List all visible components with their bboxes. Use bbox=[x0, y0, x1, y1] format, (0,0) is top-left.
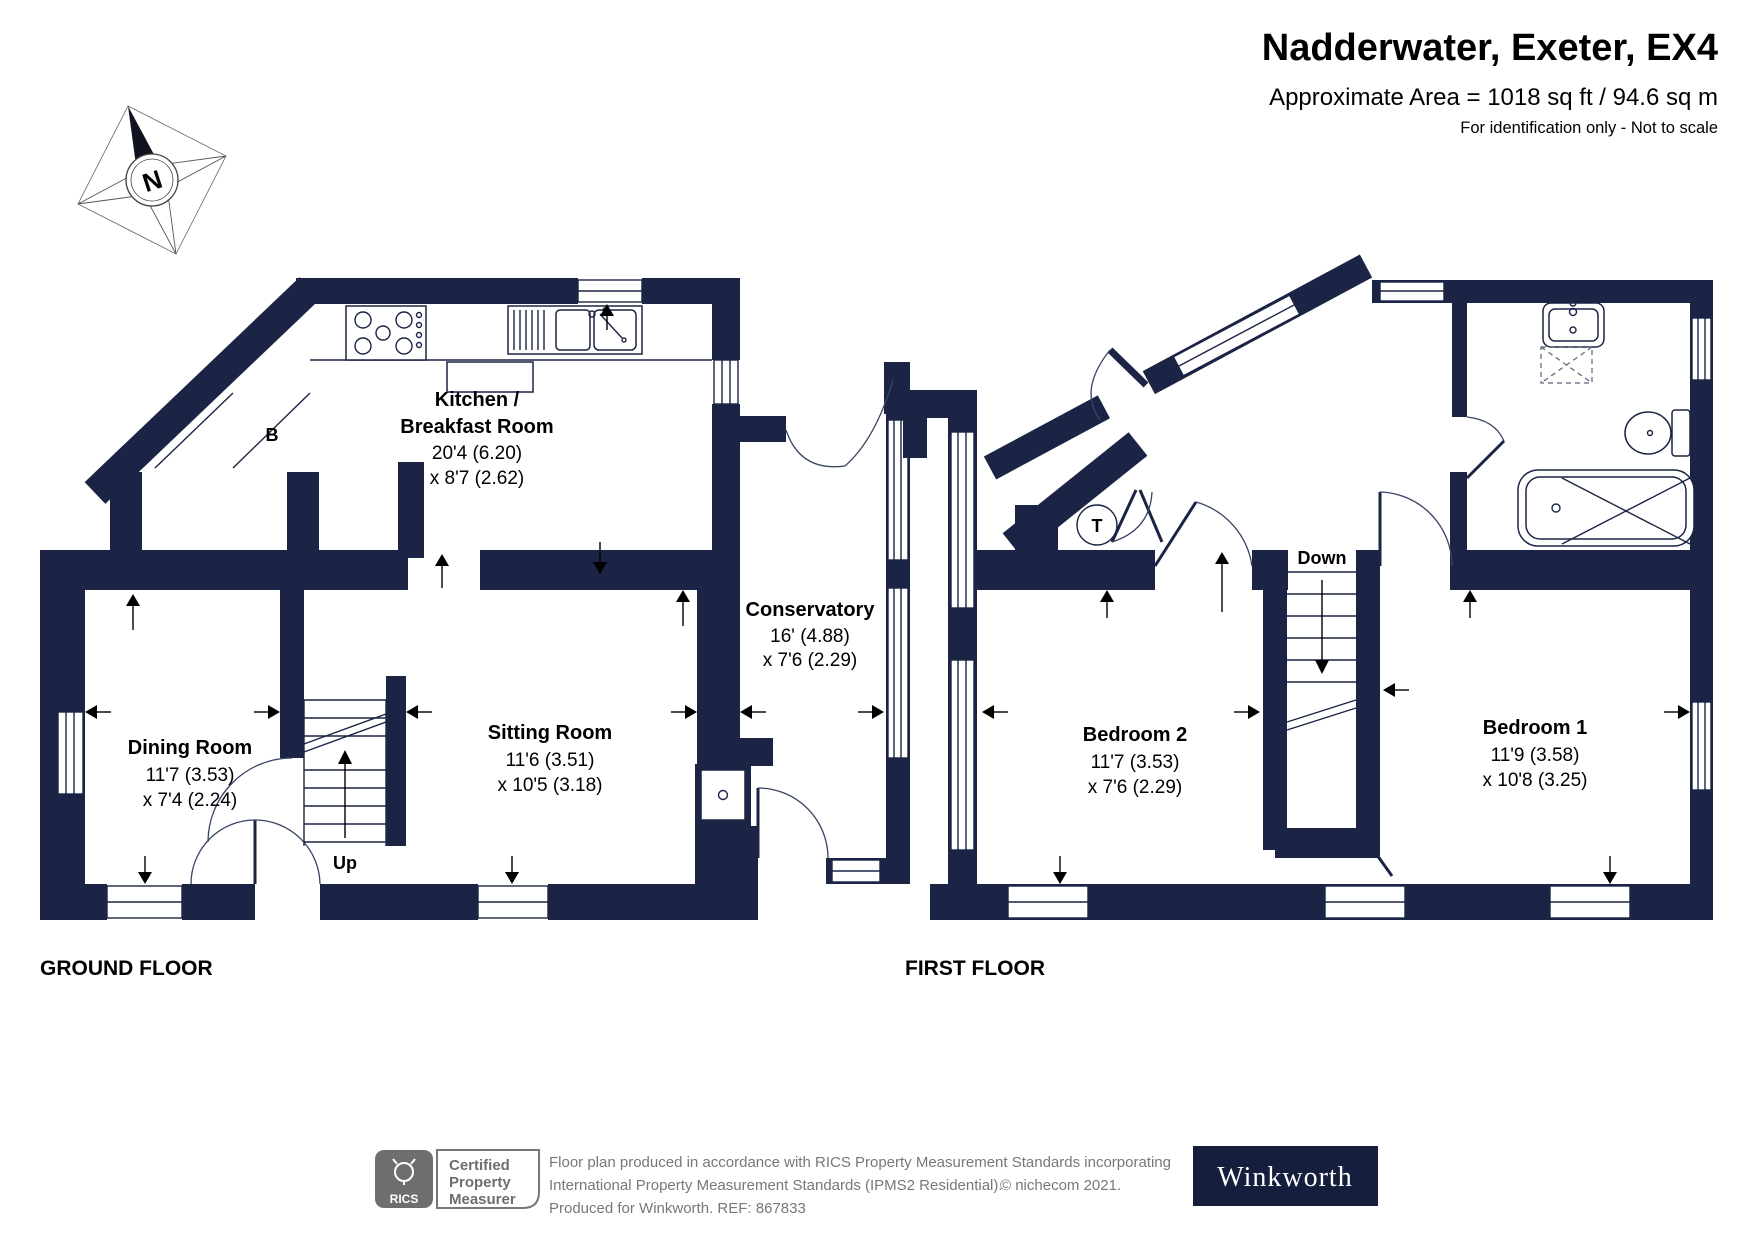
room-dims-conservatory-2: x 7'6 (2.29) bbox=[763, 650, 857, 671]
room-dims-kitchen-1: 20'4 (6.20) bbox=[432, 443, 522, 464]
tank-label: T bbox=[1092, 516, 1103, 536]
room-dims-bedroom1-2: x 10'8 (3.25) bbox=[1482, 770, 1587, 791]
ground-floor-doors bbox=[190, 379, 894, 885]
room-dims-sitting-1: 11'6 (3.51) bbox=[506, 750, 595, 771]
ground-floor-labels: Kitchen / Breakfast Room 20'4 (6.20) x 8… bbox=[40, 389, 875, 980]
room-dims-kitchen-2: x 8'7 (2.62) bbox=[430, 468, 524, 489]
copyright-text: © nichecom 2021. bbox=[1000, 1177, 1121, 1194]
disclaimer-line-2: International Property Measurement Stand… bbox=[549, 1177, 1003, 1194]
tank-icon bbox=[1076, 504, 1118, 546]
first-floor-labels: Bedroom 2 11'7 (3.53) x 7'6 (2.29) Bedro… bbox=[905, 516, 1588, 980]
compass-icon: N bbox=[77, 105, 227, 255]
cert-line-3: Measurer bbox=[449, 1191, 516, 1208]
room-label-kitchen-2: Breakfast Room bbox=[400, 416, 553, 438]
room-label-dining: Dining Room bbox=[128, 737, 252, 759]
bath-icon bbox=[1517, 469, 1695, 547]
kitchen-unit bbox=[446, 361, 534, 393]
boiler-cupboard bbox=[154, 392, 311, 469]
room-dims-dining-1: 11'7 (3.53) bbox=[146, 765, 235, 786]
area-text: Approximate Area = 1018 sq ft / 94.6 sq … bbox=[1269, 84, 1718, 111]
room-dims-sitting-2: x 10'5 (3.18) bbox=[497, 775, 602, 796]
room-label-kitchen-1: Kitchen / bbox=[435, 389, 520, 411]
footer: RICS Certified Property Measurer Floor p… bbox=[375, 1146, 1378, 1217]
ground-floor-arrows bbox=[85, 304, 884, 884]
first-floor-walls bbox=[903, 254, 1713, 920]
cert-line-1: Certified bbox=[449, 1157, 510, 1174]
room-dims-bedroom2-2: x 7'6 (2.29) bbox=[1088, 777, 1182, 798]
first-floor-fixtures bbox=[1076, 299, 1695, 731]
stairs-up bbox=[303, 699, 387, 846]
disclaimer-line-3: Produced for Winkworth. REF: 867833 bbox=[549, 1200, 806, 1217]
first-floor-title: FIRST FLOOR bbox=[905, 957, 1045, 980]
ground-floor-fixtures bbox=[154, 305, 746, 846]
room-dims-bedroom2-1: 11'7 (3.53) bbox=[1091, 752, 1180, 773]
disclaimer-line-1: Floor plan produced in accordance with R… bbox=[549, 1154, 1171, 1171]
certified-measurer-badge: Certified Property Measurer bbox=[436, 1149, 540, 1209]
page-title: Nadderwater, Exeter, EX4 bbox=[1262, 27, 1718, 69]
ground-floor-windows bbox=[57, 279, 909, 919]
toilet-icon bbox=[1624, 409, 1691, 457]
room-label-bedroom1: Bedroom 1 bbox=[1483, 717, 1587, 739]
room-label-conservatory: Conservatory bbox=[746, 599, 876, 621]
rics-label: RICS bbox=[390, 1192, 419, 1206]
first-floor-doors bbox=[1090, 347, 1506, 877]
room-dims-bedroom1-1: 11'9 (3.58) bbox=[1491, 745, 1580, 766]
first-floor-arrows bbox=[982, 552, 1690, 884]
rics-logo: RICS bbox=[375, 1150, 433, 1208]
shower-icon bbox=[1540, 346, 1593, 384]
appliance-icon bbox=[700, 769, 746, 821]
hob-icon bbox=[345, 305, 427, 361]
sink-icon bbox=[507, 305, 643, 355]
basin-icon bbox=[1542, 299, 1605, 348]
room-dims-dining-2: x 7'4 (2.24) bbox=[143, 790, 237, 811]
stairs-up-label: Up bbox=[333, 853, 357, 873]
first-floor-windows bbox=[950, 281, 1712, 919]
winkworth-brand-text: Winkworth bbox=[1217, 1162, 1352, 1193]
stairs-down-label: Down bbox=[1298, 548, 1347, 568]
scale-note: For identification only - Not to scale bbox=[1460, 119, 1718, 137]
cert-line-2: Property bbox=[449, 1174, 511, 1191]
header: Nadderwater, Exeter, EX4 Approximate Are… bbox=[1262, 27, 1718, 137]
stairs-down bbox=[1286, 571, 1357, 731]
ground-floor-title: GROUND FLOOR bbox=[40, 957, 213, 980]
boiler-label: B bbox=[266, 425, 279, 445]
winkworth-logo: Winkworth bbox=[1193, 1146, 1378, 1206]
room-label-sitting: Sitting Room bbox=[488, 722, 612, 744]
room-dims-conservatory-1: 16' (4.88) bbox=[770, 626, 850, 647]
room-label-bedroom2: Bedroom 2 bbox=[1083, 724, 1187, 746]
